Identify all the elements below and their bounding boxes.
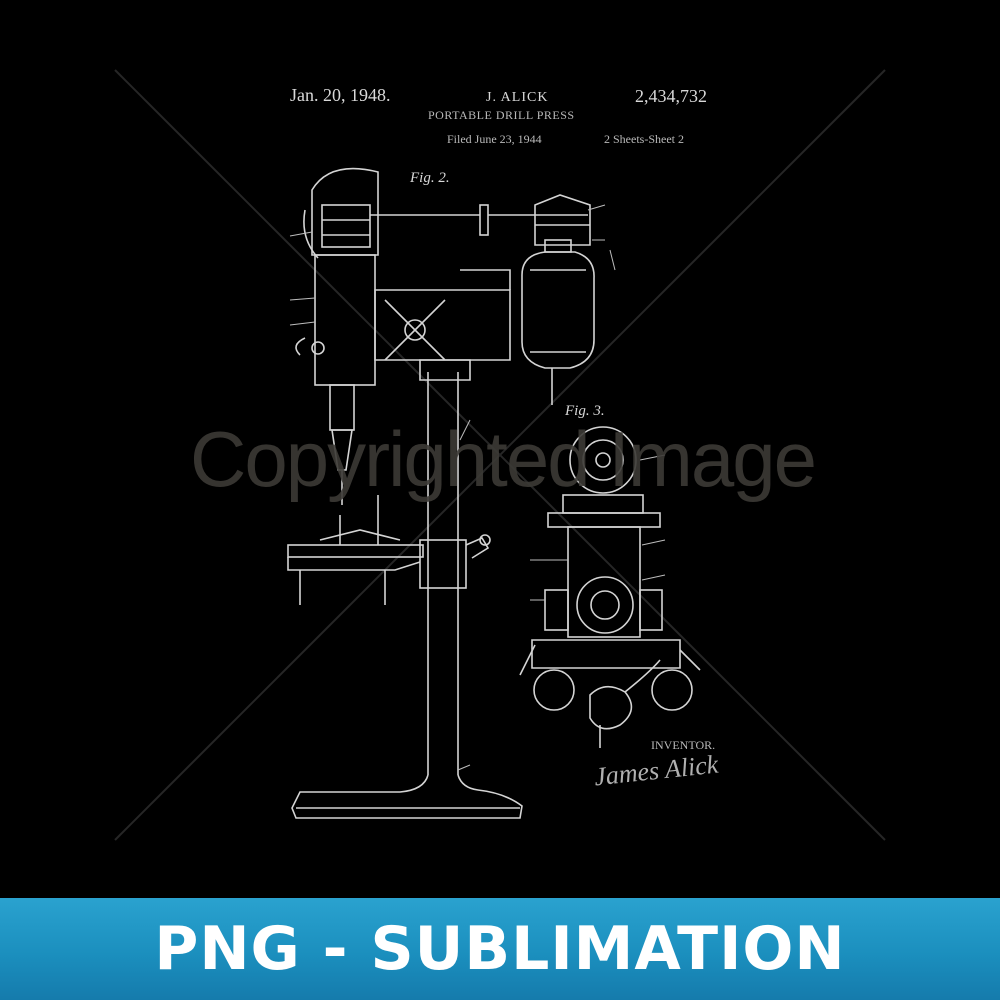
patent-sheet-count: 2 Sheets-Sheet 2 — [604, 132, 684, 147]
patent-inventor: J. ALICK — [486, 90, 548, 106]
copyright-watermark: Copyrighted Image — [190, 414, 815, 505]
patent-title: PORTABLE DRILL PRESS — [428, 108, 575, 123]
patent-date: Jan. 20, 1948. — [290, 85, 391, 106]
banner-label: PNG - SUBLIMATION — [0, 898, 1000, 1000]
patent-filed-date: Filed June 23, 1944 — [447, 132, 542, 147]
sublimation-banner: PNG - SUBLIMATION — [0, 898, 1000, 1000]
patent-artwork: Jan. 20, 1948. J. ALICK 2,434,732 PORTAB… — [0, 0, 1000, 898]
patent-number: 2,434,732 — [635, 86, 707, 107]
figure-2-label: Fig. 2. — [410, 170, 450, 187]
